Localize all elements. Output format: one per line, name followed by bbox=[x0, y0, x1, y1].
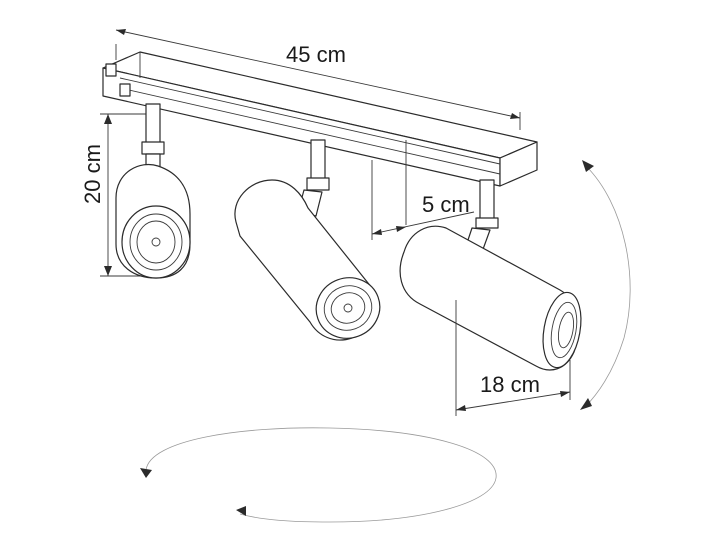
tilt-rotation-arrow bbox=[580, 160, 631, 410]
spotlight-2 bbox=[234, 139, 381, 341]
length-label: 18 cm bbox=[480, 372, 540, 397]
dimension-length: 18 cm bbox=[455, 300, 571, 416]
height-label: 20 cm bbox=[80, 144, 105, 204]
dimension-width: 45 cm bbox=[115, 29, 521, 130]
dimension-height: 20 cm bbox=[80, 113, 150, 277]
mounting-bar bbox=[102, 51, 538, 187]
width-label: 45 cm bbox=[286, 42, 346, 67]
spotlight-3 bbox=[399, 179, 582, 371]
spacing-label: 5 cm bbox=[422, 192, 470, 217]
spotlight-1 bbox=[115, 103, 191, 279]
horizontal-rotation-arrow bbox=[140, 427, 497, 523]
dimension-spacing: 5 cm bbox=[371, 140, 475, 240]
